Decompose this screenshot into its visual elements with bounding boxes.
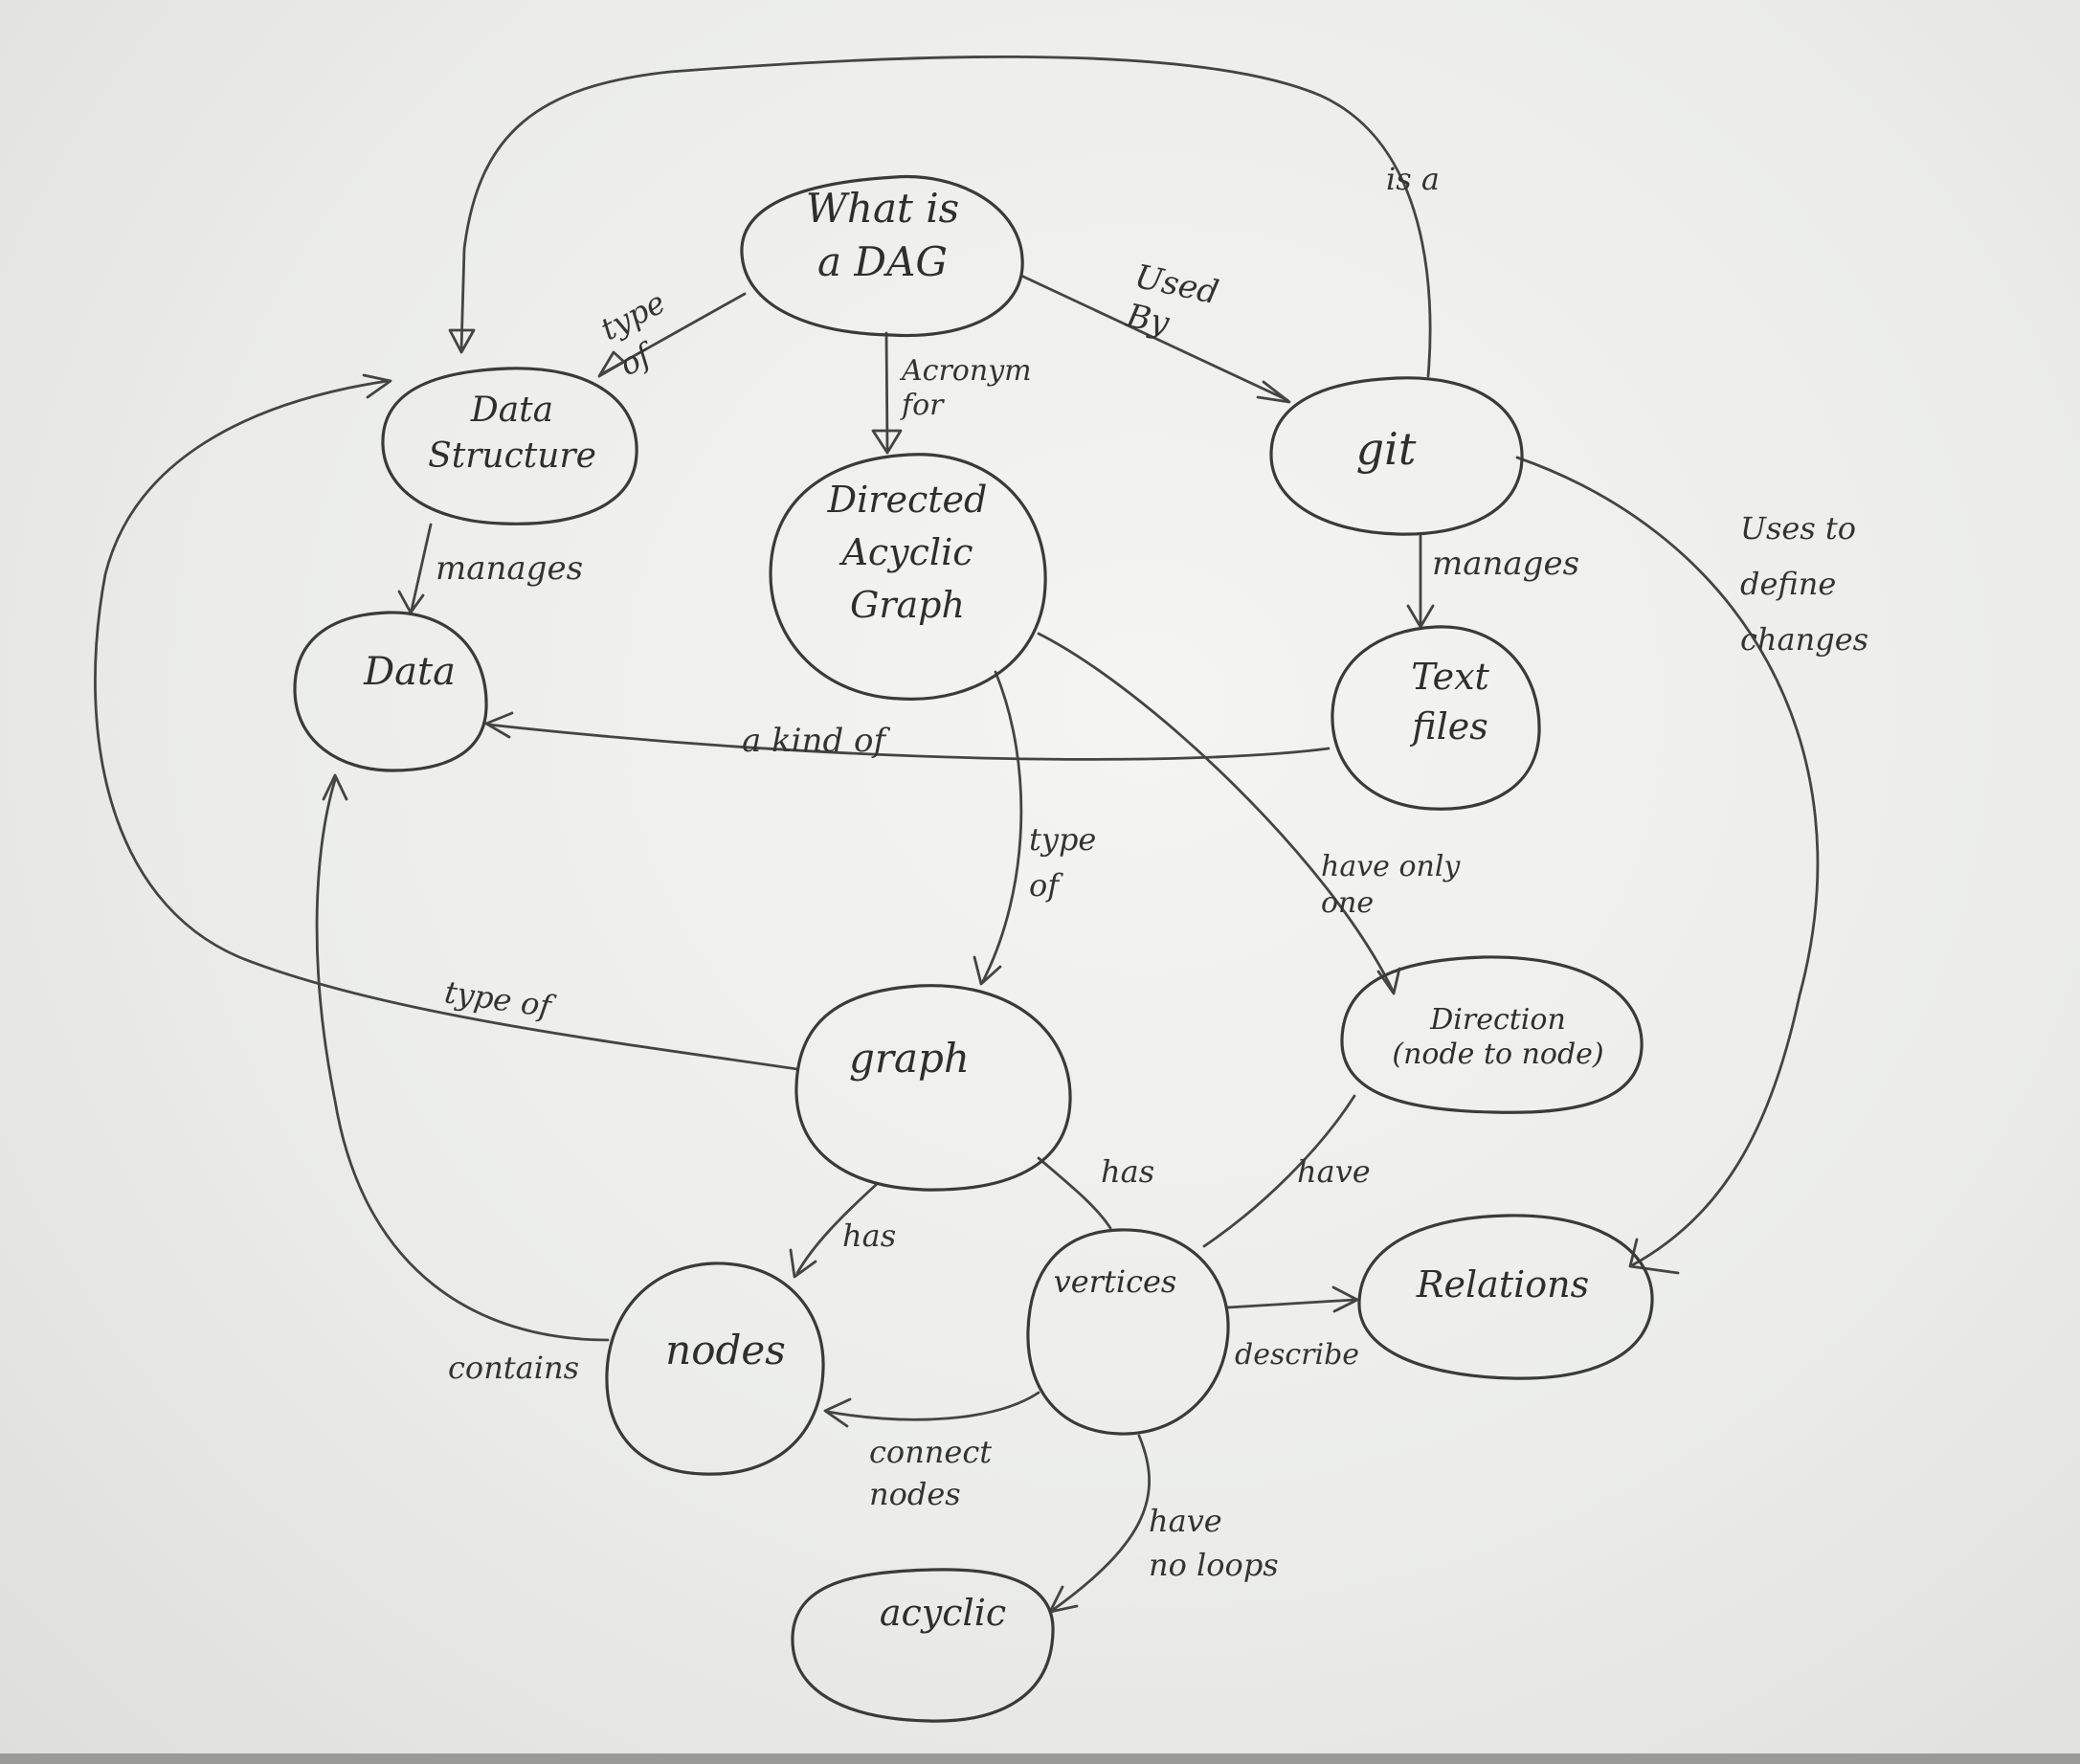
edge-vertices-connect-nodes [823,1391,1040,1428]
node-label-vertices: vertices [1054,1263,1177,1300]
node-shape-direction [1340,955,1644,1114]
edge-graph-has-nodes [789,1183,878,1279]
node-shape-data [293,611,488,772]
node-shape-directed-acyclic-graph [769,453,1047,701]
node-shape-data-structure [381,367,638,525]
node-shape-text-files [1331,625,1541,811]
edge-git-is-a-data-structure [448,55,1432,378]
node-shape-nodes [605,1262,825,1476]
edge-label-a-kind-of: a kind of [742,722,890,760]
node-shape-git [1269,376,1524,536]
edge-dag-full-type-of-graph [973,670,1023,986]
edge-graph-type-of-data-structure [94,373,799,1071]
edge-label-describe: describe [1235,1338,1359,1372]
edge-label-git-manages: manages [1432,545,1579,583]
edge-label-has-nodes: has [842,1217,896,1254]
edge-label-ds-manages: manages [436,549,583,588]
edge-git-uses-to-define-changes-relations [1515,456,1820,1275]
edge-label-is-a: is a [1386,161,1440,197]
node-label-acyclic: acyclic [880,1592,1006,1634]
edge-graph-has-vertices [1037,1156,1112,1230]
edge-dag-full-have-only-one-direction [1037,632,1401,995]
edge-dag-acronym-for-dag-full [871,331,903,455]
node-label-graph: graph [849,1035,970,1082]
edge-label-have: have [1297,1153,1371,1190]
edge-nodes-contains-data [315,773,610,1342]
edge-git-manages-text-files [1406,534,1435,629]
edge-text-files-a-kind-of-data [484,711,1331,761]
node-shape-acyclic [791,1568,1055,1723]
node-shape-vertices [1026,1228,1230,1436]
node-shape-dag [740,174,1024,338]
node-shape-graph [794,984,1072,1192]
edge-vertices-describe-relations [1226,1285,1359,1313]
edge-vertices-have-no-loops-acyclic [1048,1434,1151,1614]
edge-label-contains: contains [448,1350,579,1386]
edge-dag-type-of-data-structure [597,292,747,378]
edge-label-used-by: UsedBy [1122,257,1221,352]
edge-label-has-vertices: has [1101,1153,1154,1190]
node-label-nodes: nodes [665,1327,786,1373]
edge-dag-used-by-git [1019,274,1291,404]
node-label-direction: Direction(node to node) [1392,1003,1603,1071]
node-shape-relations [1357,1214,1654,1380]
node-label-git: git [1356,423,1417,475]
edge-vertices-have-direction [1202,1094,1356,1248]
node-label-relations: Relations [1416,1263,1589,1306]
node-label-data: Data [363,650,456,694]
table-edge [0,1753,2080,1764]
edge-data-structure-manages-data [397,523,433,614]
